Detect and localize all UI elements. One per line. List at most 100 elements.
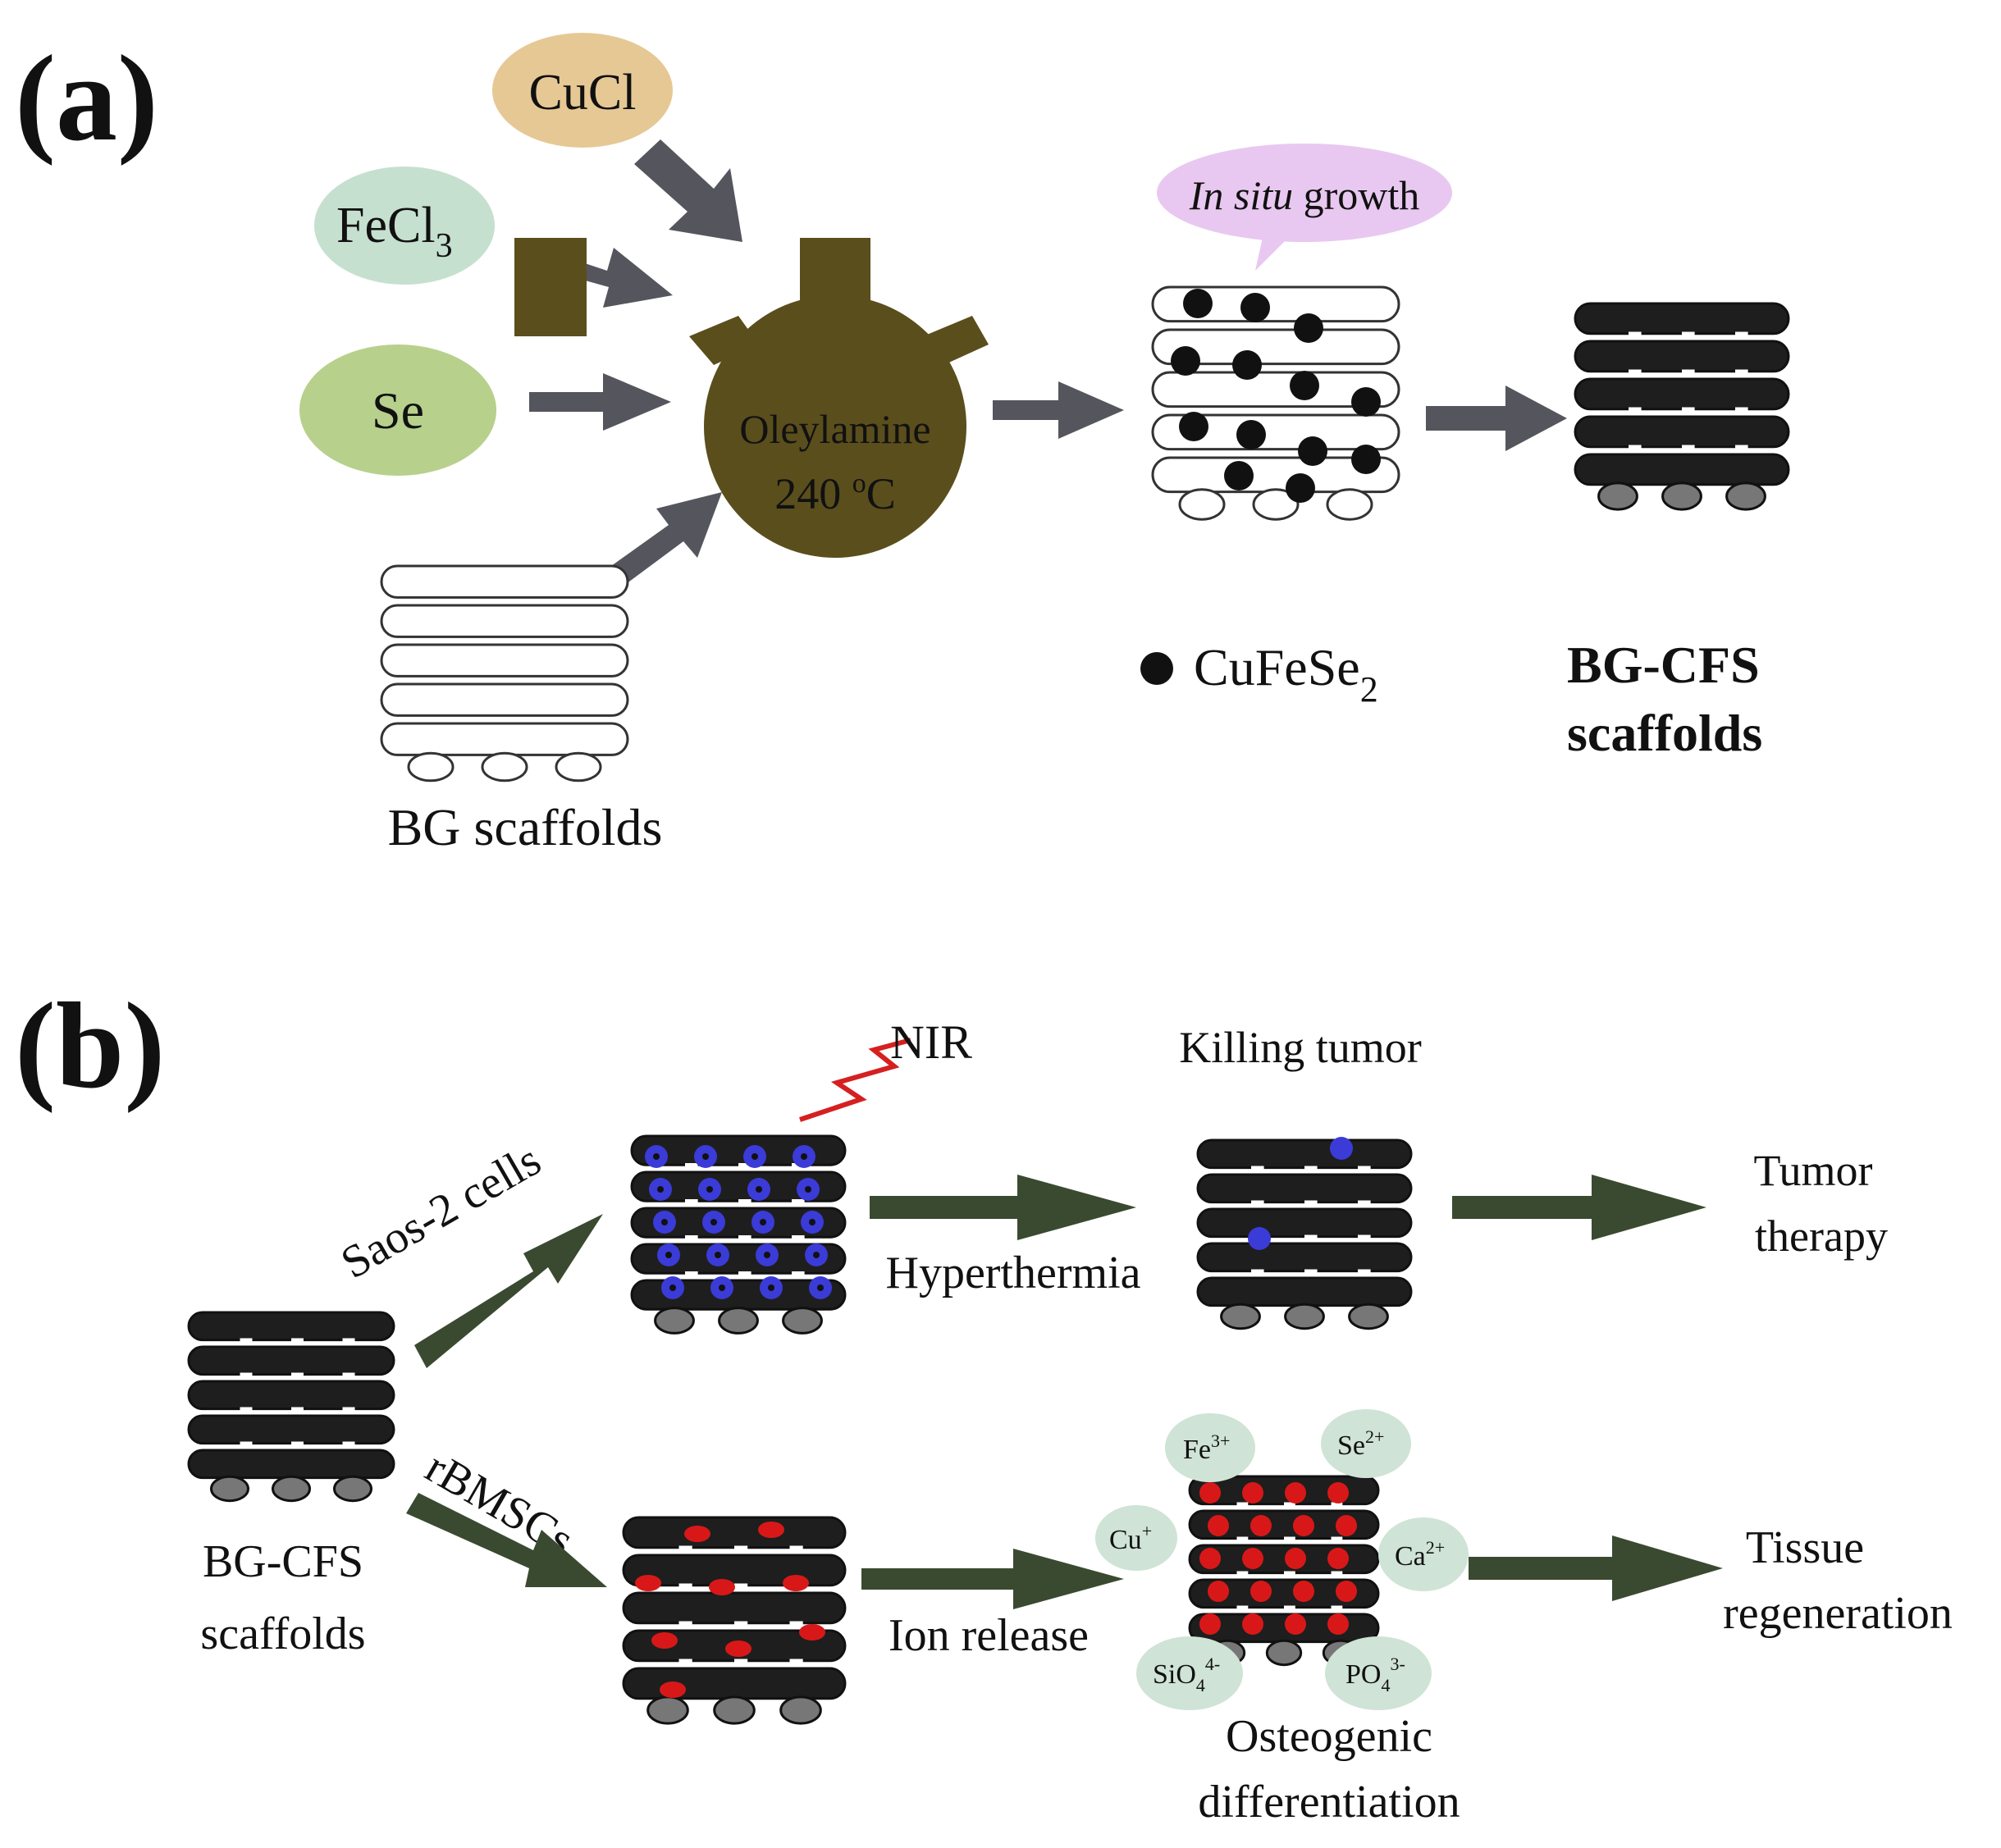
stem-cell: [684, 1526, 710, 1542]
scaffold-gap: [1735, 407, 1748, 412]
scaffold-gap: [1629, 407, 1642, 412]
cell-nucleus: [661, 1219, 668, 1225]
arrow-ion-release: [861, 1549, 1124, 1609]
scaffold-rod: [1151, 285, 1400, 323]
osteogenic-line2: differentiation: [1198, 1777, 1460, 1827]
scaffold-gap: [240, 1372, 253, 1377]
differentiating-cell: [1327, 1482, 1349, 1503]
scaffold-gap: [1304, 1269, 1318, 1274]
ion-po4: PO43-: [1325, 1636, 1432, 1710]
scaffold-gap: [1682, 445, 1695, 449]
bgcfs-b-line1: BG-CFS: [203, 1536, 363, 1587]
tumor-therapy-line1: Tumor: [1753, 1146, 1872, 1195]
coated-scaffold: [1151, 285, 1400, 521]
scaffold-gap: [685, 1199, 698, 1203]
scaffold-gap: [738, 1163, 752, 1167]
scaffold-rod-end: [555, 751, 602, 783]
bgcfs-scaffold-a: [1574, 302, 1790, 511]
bgcfs-scaffold-b-source: [187, 1311, 395, 1503]
stem-cell: [709, 1579, 735, 1595]
cell-nucleus: [756, 1186, 762, 1193]
scaffold-gap: [1331, 1502, 1343, 1507]
cell-nucleus: [817, 1284, 824, 1291]
stem-cell: [660, 1681, 686, 1698]
scaffold-gap: [1251, 1200, 1264, 1205]
arrow-bg-to-flask: [611, 492, 722, 584]
scaffold-rod-end: [481, 751, 528, 783]
scaffold-rod: [622, 1516, 847, 1549]
cufese2-legend: CuFeSe2: [1194, 638, 1378, 710]
scaffold-rod-end: [718, 1307, 759, 1335]
tissue-line2: regeneration: [1723, 1588, 1953, 1639]
scaffold-gap: [1284, 1502, 1295, 1507]
scaffold-gap: [342, 1338, 355, 1343]
cufese2-particle: [1171, 346, 1200, 376]
scaffold-rod: [1574, 340, 1790, 373]
nir-zigzag-icon: [799, 1038, 911, 1122]
scaffold-rod-end: [272, 1475, 311, 1503]
killing-tumor-label: Killing tumor: [1179, 1023, 1422, 1072]
stem-cell: [651, 1632, 678, 1649]
scaffold-gap: [792, 1235, 805, 1239]
scaffold-rod-end: [1220, 1303, 1261, 1330]
differentiating-cell: [1199, 1482, 1221, 1503]
scaffold-rod: [380, 682, 629, 717]
scaffold-gap: [738, 1271, 752, 1275]
scaffold-gap: [1236, 1536, 1249, 1541]
nir-label: NIR: [890, 1015, 972, 1069]
arrow-to-saos: [414, 1214, 603, 1368]
scaffold-with-stem-cells: [622, 1516, 847, 1725]
scaffold-gap: [734, 1621, 748, 1626]
scaffold-gap: [789, 1659, 803, 1663]
se-label: Se: [372, 381, 424, 440]
scaffold-gap: [1284, 1571, 1295, 1576]
scaffold-after-killing: [1196, 1137, 1413, 1330]
cufese2-particle: [1236, 420, 1266, 449]
scaffold-rod: [187, 1345, 395, 1376]
scaffold-rod-end: [333, 1475, 372, 1503]
scaffold-gap: [1629, 445, 1642, 449]
scaffold-gap: [1735, 331, 1748, 336]
svg-text:Se2+: Se2+: [1337, 1426, 1384, 1461]
scaffold-gap: [1331, 1605, 1343, 1610]
svg-text:Fe3+: Fe3+: [1183, 1430, 1230, 1465]
differentiating-cell: [1242, 1482, 1263, 1503]
cufese2-dot-icon: [1140, 652, 1173, 685]
scaffold-rod-end: [779, 1695, 822, 1725]
scaffold-gap: [240, 1338, 253, 1343]
scaffold-rod: [1196, 1173, 1413, 1204]
stem-cell: [635, 1575, 661, 1591]
scaffold-gap: [1284, 1536, 1295, 1541]
cell-nucleus: [768, 1284, 774, 1291]
scaffold-rod: [380, 564, 629, 599]
scaffold-rod: [187, 1449, 395, 1480]
tissue-line1: Tissue: [1746, 1522, 1864, 1573]
scaffold-rod: [622, 1591, 847, 1625]
differentiating-cell: [1242, 1548, 1263, 1569]
cufese2-particle: [1298, 436, 1327, 466]
tumor-cell: [1248, 1227, 1271, 1250]
scaffold-gap: [1682, 331, 1695, 336]
scaffold-gap: [240, 1407, 253, 1412]
scaffold-gap: [1304, 1200, 1318, 1205]
scaffold-gap: [792, 1271, 805, 1275]
scaffold-rod: [187, 1311, 395, 1342]
scaffold-gap: [789, 1545, 803, 1550]
cufese2-particle: [1224, 461, 1254, 491]
scaffold-rod: [187, 1380, 395, 1411]
cell-nucleus: [710, 1219, 717, 1225]
cufese2-particle: [1290, 371, 1319, 400]
cufese2-particle: [1351, 387, 1381, 417]
arrow-to-rbmscs: [406, 1493, 607, 1587]
bgcfs-label-line2: scaffolds: [1567, 704, 1762, 762]
cell-nucleus: [653, 1153, 660, 1160]
cell-nucleus: [813, 1252, 820, 1258]
cufese2-particle: [1240, 293, 1270, 322]
cucl-label: CuCl: [529, 65, 637, 121]
arrow-hyperthermia: [870, 1175, 1136, 1240]
cufese2-particle: [1294, 313, 1323, 343]
scaffold-rod-end: [1265, 1639, 1303, 1667]
scaffold-rod: [1151, 328, 1400, 366]
scaffold-rod-end: [1326, 488, 1373, 521]
ion-cu: Cu+: [1095, 1505, 1177, 1571]
